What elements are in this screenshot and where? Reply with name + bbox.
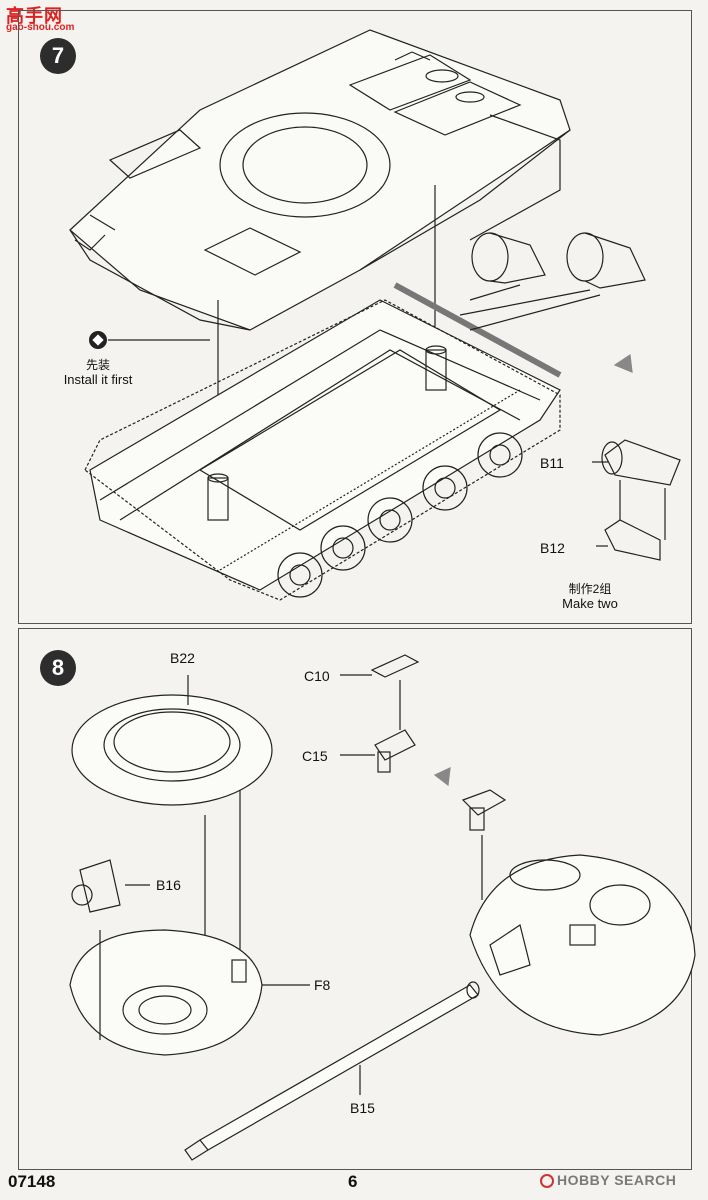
b11-b12-drawing <box>592 439 681 561</box>
hobby-search-text: HOBBY SEARCH <box>557 1172 677 1188</box>
step-7-number: 7 <box>40 38 76 74</box>
part-label-b15: B15 <box>350 1100 375 1116</box>
install-first-en: Install it first <box>63 372 133 387</box>
part-label-f8: F8 <box>314 977 331 993</box>
site-watermark: 高手网 gao-shou.com <box>6 2 76 36</box>
arrow-direction-icon <box>613 353 633 373</box>
hobby-search-logo-icon <box>540 1174 554 1188</box>
step-8-number: 8 <box>40 650 76 686</box>
turret-assembled-drawing <box>461 789 696 1036</box>
install-first-icon <box>89 331 107 349</box>
part-label-b22: B22 <box>170 650 195 666</box>
part-label-b11: B11 <box>540 455 564 471</box>
hobby-search-watermark: HOBBY SEARCH <box>540 1172 676 1188</box>
part-label-b16: B16 <box>156 877 181 893</box>
part-label-c10: C10 <box>304 668 330 684</box>
step-8-panel <box>18 628 692 1170</box>
part-label-c15: C15 <box>302 748 328 764</box>
step-7-panel <box>18 10 692 624</box>
kit-code: 07148 <box>8 1172 56 1191</box>
turret-ring-drawing <box>71 675 273 1040</box>
watermark-subtitle: gao-shou.com <box>6 22 75 33</box>
make-two-en: Make two <box>562 596 618 611</box>
part-label-b12: B12 <box>540 540 565 556</box>
part-c10-c15-drawing <box>340 654 420 773</box>
install-first-cn: 先装 <box>85 358 110 372</box>
fuel-drums-drawing <box>459 232 646 331</box>
page-number: 6 <box>348 1172 358 1191</box>
arrow-direction-icon <box>433 767 451 787</box>
watermark-title: 高手网 <box>6 6 63 26</box>
hull-top-drawing <box>69 29 571 331</box>
chassis-drawing <box>84 282 562 601</box>
make-two-cn: 制作2组 <box>568 582 612 596</box>
gun-barrel-drawing <box>184 981 480 1161</box>
turret-base-drawing <box>69 929 310 1056</box>
part-b16-drawing <box>71 859 150 913</box>
